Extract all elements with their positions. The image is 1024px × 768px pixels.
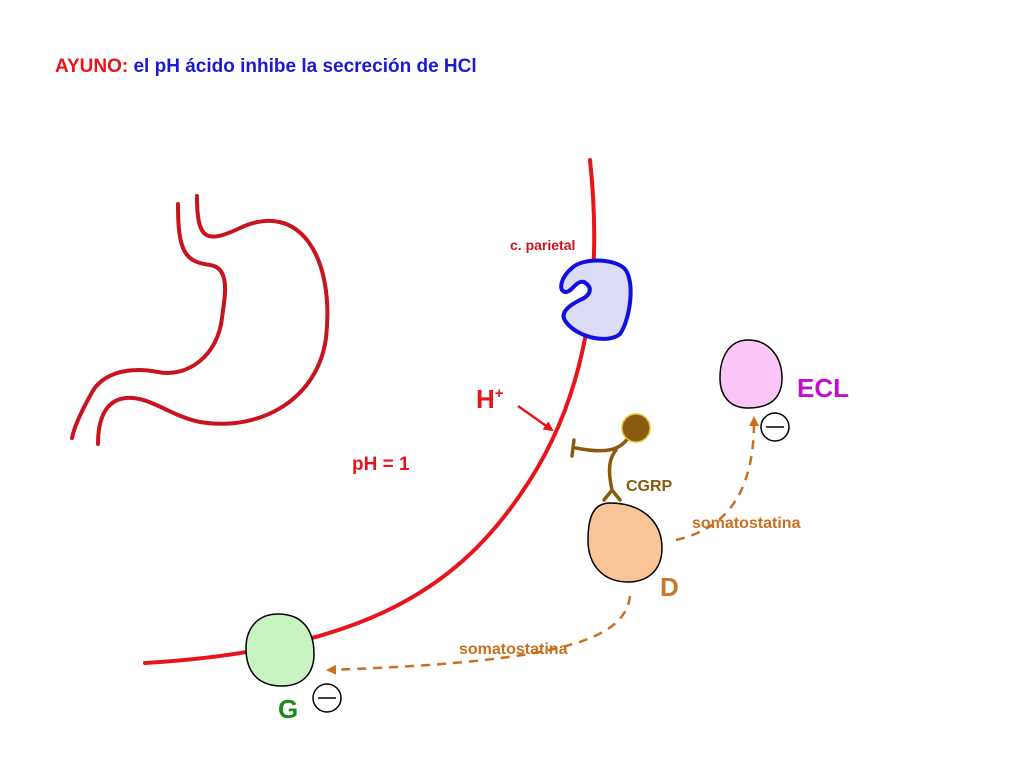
receptor-y-icon: [602, 487, 622, 502]
title-rest: el pH ácido inhibe la secreción de HCl: [128, 56, 477, 77]
neuron-axon-to-d-cell: [607, 448, 618, 492]
h-ion-charge: +: [495, 385, 504, 402]
inhibition-minus-icon: [760, 412, 790, 442]
title-prefix: AYUNO:: [55, 56, 129, 77]
h-ion-arrow: [517, 404, 554, 432]
g-cell-label: G: [278, 694, 298, 724]
inhibition-bar-mucosa: [570, 438, 576, 458]
stomach-inner-wall: [70, 202, 228, 440]
ph-label: pH = 1: [352, 454, 410, 475]
neuron-ball-icon: [621, 413, 651, 443]
stomach-icon: [70, 194, 330, 446]
somatostatin-g-label: somatostatina: [459, 641, 568, 658]
somatostatin-to-g-arrow: [326, 595, 632, 675]
neuron-axon-to-mucosa: [574, 436, 630, 453]
somatostatin-ecl-label: somatostatina: [692, 515, 801, 532]
d-cell: [587, 502, 663, 583]
stomach-outer-wall: [96, 194, 330, 446]
cgrp-label: CGRP: [626, 478, 673, 495]
h-ion-symbol: H: [476, 384, 495, 414]
inhibition-minus-icon: [312, 683, 342, 713]
ecl-cell: [719, 339, 783, 409]
d-cell-label: D: [660, 572, 679, 602]
somatostatin-to-ecl-arrow: [675, 416, 760, 542]
parietal-cell: [559, 258, 633, 341]
parietal-cell-label: c. parietal: [510, 237, 575, 253]
ecl-label: ECL: [797, 373, 849, 403]
cgrp-neuron: [570, 436, 630, 502]
page-title: AYUNO: el pH ácido inhibe la secreción d…: [55, 56, 477, 78]
h-ion-label: H+: [476, 384, 504, 414]
g-cell: [245, 613, 315, 687]
